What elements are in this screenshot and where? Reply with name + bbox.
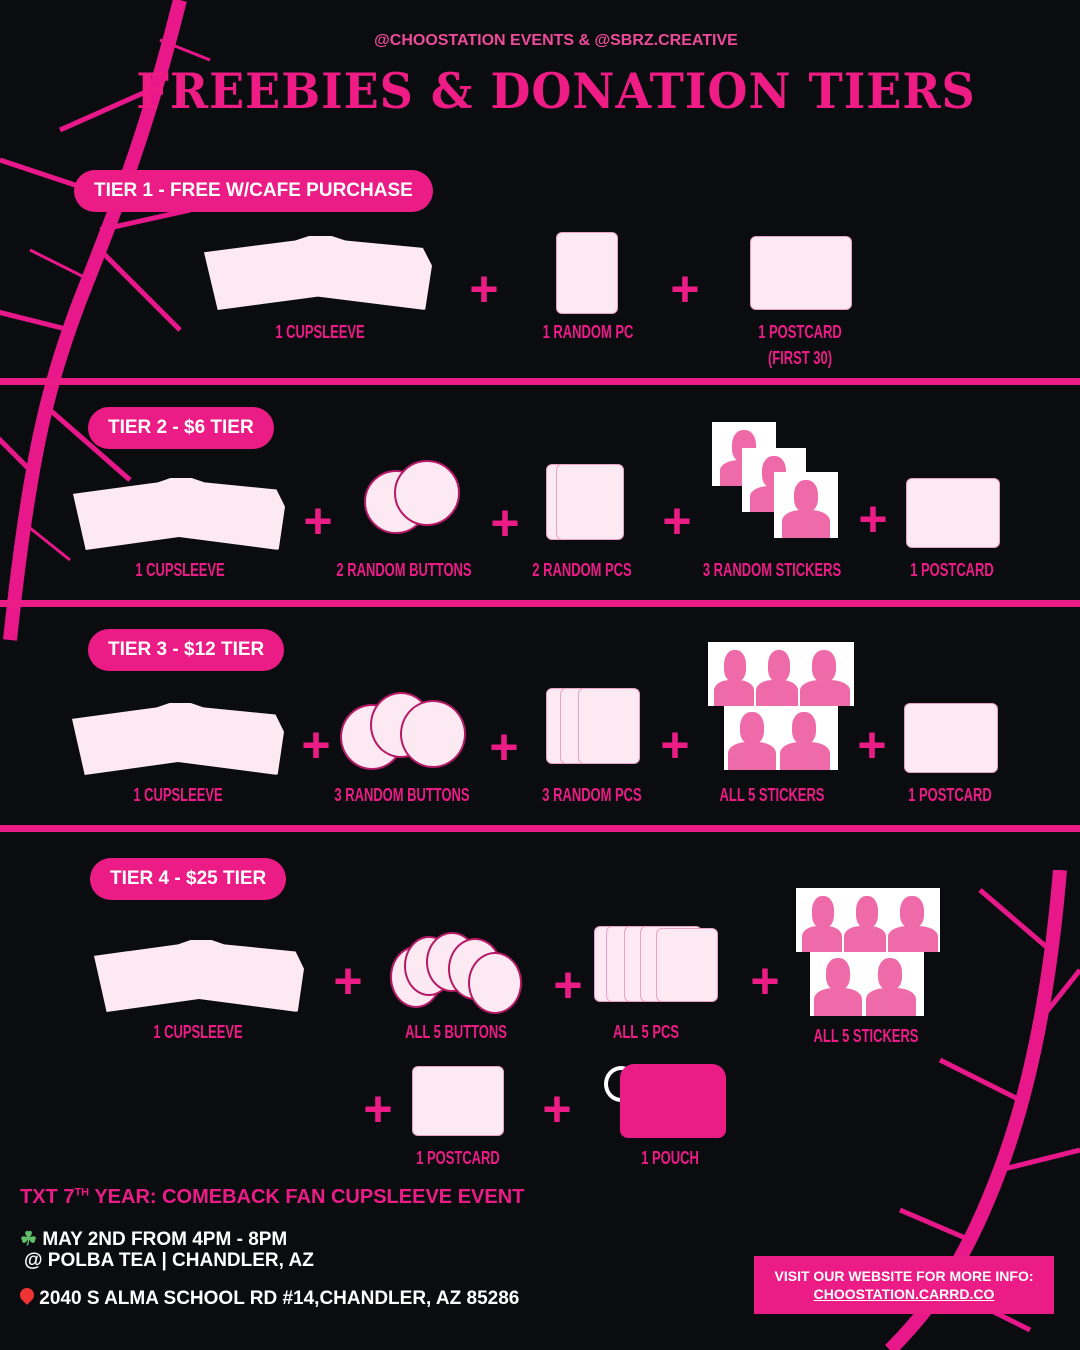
plus-icon: + [469, 261, 499, 317]
plus-icon: + [489, 719, 519, 775]
cupsleeve-icon [204, 236, 432, 310]
item-label: ALL 5 PCS [612, 1022, 680, 1042]
buttons-icon [340, 690, 470, 770]
plus-icon: + [363, 1081, 393, 1137]
item-label: 3 RANDOM BUTTONS [334, 785, 470, 805]
item-label: 1 CUPSLEEVE [135, 560, 225, 580]
tier-3-badge: TIER 3 - $12 TIER [88, 629, 285, 671]
plus-icon: + [303, 493, 333, 549]
tier-divider [0, 600, 1080, 607]
thorn-branch-left-decoration [0, 0, 211, 641]
postcard-icon [412, 1066, 504, 1136]
pouch-icon [604, 1062, 728, 1140]
plus-icon: + [858, 491, 888, 547]
item-label: 2 RANDOM BUTTONS [336, 560, 472, 580]
location-pin-icon [17, 1285, 37, 1305]
stickers-icon [708, 642, 856, 770]
stickers-icon [712, 422, 842, 540]
item-label: 1 RANDOM PC [542, 322, 634, 342]
item-label: 1 POSTCARD [758, 322, 842, 342]
item-label: 1 CUPSLEEVE [133, 785, 223, 805]
event-address: 2040 S ALMA SCHOOL RD #14,CHANDLER, AZ 8… [17, 1285, 519, 1310]
tier-divider [0, 825, 1080, 832]
photocard-icon [556, 232, 618, 314]
item-label: 1 POUCH [641, 1148, 699, 1168]
item-label: ALL 5 STICKERS [813, 1026, 919, 1046]
event-credit: @CHOOSTATION EVENTS & @SBRZ.CREATIVE [374, 32, 738, 49]
item-label-note: (FIRST 30) [767, 348, 833, 368]
photocards-icon [594, 926, 718, 1002]
tier-divider [0, 378, 1080, 385]
postcard-icon [904, 703, 998, 773]
event-date: ☘ MAY 2ND FROM 4PM - 8PM [20, 1229, 288, 1250]
website-link[interactable]: CHOOSTATION.CARRD.CO [813, 1286, 995, 1302]
website-info-box: VISIT OUR WEBSITE FOR MORE INFO: CHOOSTA… [754, 1256, 1054, 1314]
plus-icon: + [662, 493, 692, 549]
photocards-icon [546, 688, 642, 766]
plus-icon: + [553, 957, 583, 1013]
tier-4-badge: TIER 4 - $25 TIER [90, 858, 287, 900]
item-label: ALL 5 BUTTONS [405, 1022, 507, 1042]
plus-icon: + [490, 495, 520, 551]
cupsleeve-icon [94, 940, 304, 1012]
item-label: ALL 5 STICKERS [719, 785, 825, 805]
cupsleeve-icon [72, 703, 284, 775]
page-title: FREEBIES & DONATION TIERS [136, 62, 976, 120]
item-label: 1 POSTCARD [908, 785, 992, 805]
clover-icon: ☘ [20, 1229, 38, 1250]
plus-icon: + [542, 1081, 572, 1137]
item-label: 2 RANDOM PCS [532, 560, 632, 580]
buttons-icon [364, 460, 464, 534]
plus-icon: + [670, 261, 700, 317]
plus-icon: + [750, 953, 780, 1009]
plus-icon: + [857, 717, 887, 773]
website-info-text: VISIT OUR WEBSITE FOR MORE INFO: [774, 1268, 1034, 1284]
buttons-icon [390, 932, 522, 1014]
event-venue: @ POLBA TEA | CHANDLER, AZ [24, 1250, 314, 1271]
photocards-icon [546, 464, 624, 540]
plus-icon: + [333, 953, 363, 1009]
item-label: 1 POSTCARD [910, 560, 994, 580]
plus-icon: + [660, 717, 690, 773]
item-label: 3 RANDOM PCS [542, 785, 642, 805]
plus-icon: + [301, 717, 331, 773]
event-title: TXT 7TH YEAR: COMEBACK FAN CUPSLEEVE EVE… [20, 1186, 525, 1208]
postcard-icon [906, 478, 1000, 548]
tier-1-badge: TIER 1 - FREE W/CAFE PURCHASE [74, 170, 433, 212]
item-label: 3 RANDOM STICKERS [702, 560, 842, 580]
item-label: 1 CUPSLEEVE [153, 1022, 243, 1042]
item-label: 1 POSTCARD [416, 1148, 500, 1168]
postcard-icon [750, 236, 852, 310]
stickers-icon [796, 888, 942, 1016]
tier-2-badge: TIER 2 - $6 TIER [88, 407, 274, 449]
item-label: 1 CUPSLEEVE [275, 322, 365, 342]
